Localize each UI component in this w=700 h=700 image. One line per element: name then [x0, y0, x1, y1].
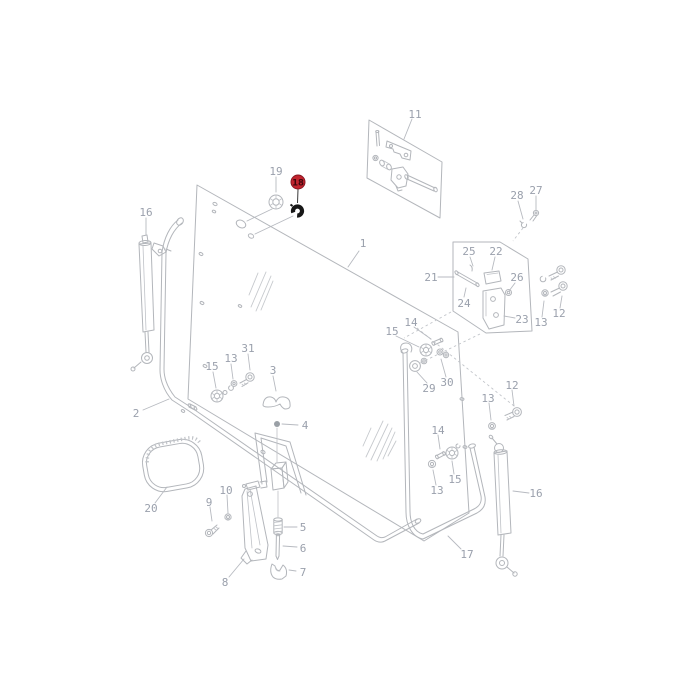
handle-guard-loop — [254, 432, 307, 496]
part-6-rod — [275, 533, 281, 560]
callout-15-upper: 15 — [385, 325, 398, 338]
callout-26: 26 — [510, 271, 523, 284]
callout-13-mid: 13 — [481, 392, 494, 405]
callout-13-lower: 13 — [430, 484, 443, 497]
callout-7: 7 — [300, 566, 307, 579]
part-28-clip — [519, 220, 528, 229]
part-12-bolts-upper — [548, 265, 568, 297]
callout-13-left: 13 — [224, 352, 237, 365]
callout-11: 11 — [408, 108, 421, 121]
callout-18-highlight-badge[interactable]: 18 — [290, 174, 306, 204]
part-16-left-gas-strut — [130, 234, 172, 372]
part-18-clip-highlighted — [289, 203, 305, 218]
callout-29: 29 — [422, 382, 435, 395]
callout-labels: 1 2 3 4 5 6 7 8 9 10 11 12 13 12 13 14 1… — [133, 108, 566, 589]
callout-25: 25 — [462, 245, 475, 258]
part-12-bolt-mid — [504, 407, 522, 421]
callout-15-lower: 15 — [448, 473, 461, 486]
part-3-handle — [262, 396, 291, 410]
part-7-wedge — [270, 563, 288, 580]
callout-10: 10 — [219, 484, 232, 497]
callout-9: 9 — [206, 496, 213, 509]
callout-2: 2 — [133, 407, 140, 420]
callout-17: 17 — [460, 548, 473, 561]
glass-hatch-upper — [248, 271, 274, 312]
callout-3: 3 — [270, 364, 277, 377]
part-13-nut-mid — [488, 422, 496, 430]
part-1-window-panel — [187, 184, 470, 542]
part-13-washers-upper — [539, 275, 549, 297]
inset-box-hinge — [452, 241, 533, 334]
group-lower-right-hardware — [427, 443, 461, 469]
callout-20: 20 — [144, 502, 157, 515]
install-line-19 — [246, 208, 273, 222]
callout-12-upper: 12 — [552, 307, 565, 320]
part-27-screw — [529, 209, 540, 222]
part-5-spring — [273, 517, 283, 536]
callout-27: 27 — [529, 184, 542, 197]
callout-13-upper: 13 — [534, 316, 547, 329]
callout-4: 4 — [302, 419, 309, 432]
part-20-mirror — [141, 436, 205, 493]
inset-box-11 — [366, 119, 443, 219]
part-16-right-gas-strut — [488, 434, 518, 577]
callout-8: 8 — [222, 576, 229, 589]
part-10-nut — [224, 513, 232, 521]
part-19-grommet — [268, 194, 284, 210]
callout-21: 21 — [424, 271, 437, 284]
group-left-hardware — [210, 372, 255, 403]
part-9-bolt — [204, 524, 220, 538]
part-17-right-frame-tube — [400, 342, 486, 540]
assembly-dashed-lines — [403, 227, 524, 407]
callout-leaders — [142, 118, 563, 578]
callout-18-text: 18 — [292, 178, 304, 188]
callout-23: 23 — [515, 313, 528, 326]
callout-31: 31 — [241, 342, 254, 355]
callout-22: 22 — [489, 245, 502, 258]
callout-12-mid: 12 — [505, 379, 518, 392]
callout-16-right: 16 — [529, 487, 542, 500]
callout-28: 28 — [510, 189, 523, 202]
callout-30: 30 — [440, 376, 453, 389]
callout-24: 24 — [457, 297, 471, 310]
glass-hatch-lower — [362, 420, 397, 462]
callout-14-lower: 14 — [431, 424, 445, 437]
callout-19: 19 — [269, 165, 282, 178]
callout-1: 1 — [360, 237, 367, 250]
callout-6: 6 — [300, 542, 307, 555]
part-4-ball — [274, 421, 280, 427]
part-2-left-frame-tube — [159, 217, 422, 543]
callout-5: 5 — [300, 521, 307, 534]
callout-16-left: 16 — [139, 206, 152, 219]
callout-15-left: 15 — [205, 360, 218, 373]
latch-block — [270, 461, 289, 491]
callout-14-upper: 14 — [404, 316, 418, 329]
part-8-bracket — [240, 480, 269, 565]
install-line-18 — [254, 215, 294, 235]
